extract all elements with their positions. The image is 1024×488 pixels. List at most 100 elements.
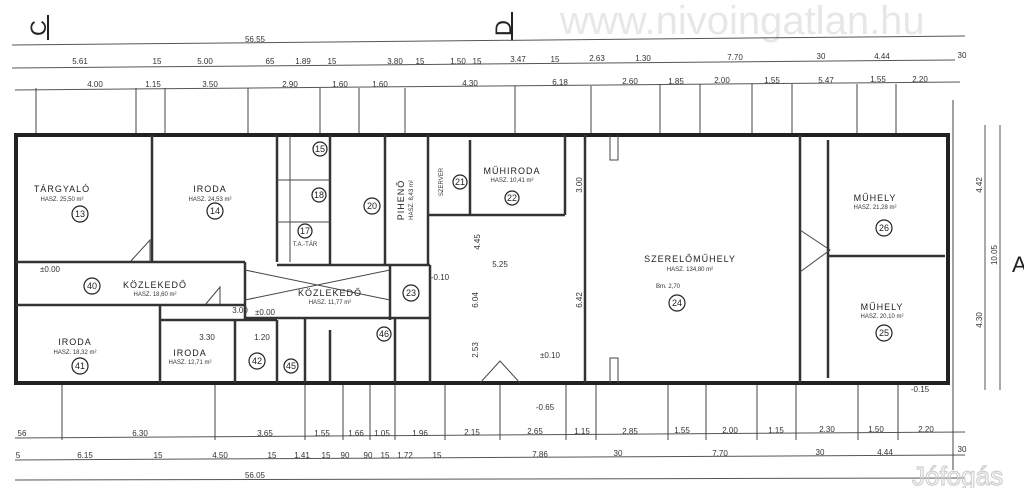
svg-text:65: 65 [266,57,275,66]
svg-text:HASZ. 25,50 m²: HASZ. 25,50 m² [40,197,83,203]
svg-text:2.65: 2.65 [527,427,543,436]
svg-text:1.55: 1.55 [870,75,886,84]
svg-text:4.44: 4.44 [874,52,890,61]
svg-text:1.50: 1.50 [450,57,466,66]
axis-d-label: D [491,12,516,40]
svg-text:15: 15 [322,451,331,460]
watermark: www.nivoingatlan.hu [559,0,925,43]
svg-text:2.00: 2.00 [714,76,730,85]
svg-text:5.25: 5.25 [492,260,508,269]
svg-text:3.65: 3.65 [257,429,273,438]
svg-text:4.00: 4.00 [87,80,103,89]
svg-text:1.20: 1.20 [254,333,270,342]
svg-text:HASZ. 21,28 m²: HASZ. 21,28 m² [853,205,896,211]
svg-text:5: 5 [16,451,21,460]
room-23: 23 [402,284,420,302]
room-26-muhely: MŰHELY HASZ. 21,28 m² 26 [853,193,897,237]
svg-text:2.63: 2.63 [589,54,605,63]
axis-c-label: C [26,15,51,40]
room-24-szerelomuhely: SZERELŐMŰHELY HASZ. 134,80 m² Bm. 2,70 2… [644,254,736,312]
svg-text:15: 15 [153,57,162,66]
svg-text:IRODA: IRODA [58,337,92,347]
svg-text:1.05: 1.05 [374,429,390,438]
room-25-muhely: MŰHELY HASZ. 20,10 m² 25 [860,302,904,342]
svg-text:15: 15 [381,451,390,460]
svg-text:2.60: 2.60 [622,77,638,86]
svg-text:6.18: 6.18 [552,78,568,87]
svg-text:40: 40 [87,281,97,291]
svg-text:2.20: 2.20 [912,75,928,84]
svg-text:30: 30 [958,51,967,60]
svg-text:20: 20 [367,201,377,211]
room-iroda-small: IRODA HASZ. 12,71 m² [168,348,211,366]
svg-text:41: 41 [75,361,85,371]
svg-text:56.55: 56.55 [245,35,266,44]
room-18: 18 [311,187,327,203]
svg-text:IRODA: IRODA [193,184,227,194]
svg-text:HASZ. 18,60 m²: HASZ. 18,60 m² [133,292,176,298]
svg-text:Bm. 2,70: Bm. 2,70 [656,284,681,290]
svg-text:SZERELŐMŰHELY: SZERELŐMŰHELY [644,254,736,264]
svg-text:1.55: 1.55 [314,429,330,438]
svg-text:MŰHELY: MŰHELY [854,193,897,203]
svg-text:1.60: 1.60 [372,80,388,89]
svg-text:56.05: 56.05 [245,471,266,480]
svg-text:4.42: 4.42 [975,177,984,193]
svg-text:24: 24 [672,298,682,308]
svg-text:22: 22 [507,193,517,203]
svg-text:5.00: 5.00 [197,57,213,66]
svg-text:5.61: 5.61 [72,57,88,66]
svg-text:26: 26 [879,223,889,233]
svg-text:15: 15 [433,451,442,460]
svg-text:HASZ. 18,32 m²: HASZ. 18,32 m² [53,350,96,356]
svg-text:2.90: 2.90 [282,80,298,89]
svg-text:4.30: 4.30 [975,312,984,328]
svg-text:HASZ. 11,77 m²: HASZ. 11,77 m² [309,300,352,306]
svg-text:1.15: 1.15 [145,80,161,89]
svg-text:1.30: 1.30 [635,54,651,63]
svg-text:6.15: 6.15 [77,451,93,460]
dimension-labels-right: 4.42 10.05 4.30 [975,177,999,328]
room-14-iroda: IRODA HASZ. 24,53 m² 14 [188,184,232,220]
svg-text:1.15: 1.15 [768,426,784,435]
svg-text:C: C [26,20,51,36]
svg-text:90: 90 [364,451,373,460]
svg-text:30: 30 [958,445,967,454]
svg-text:2.20: 2.20 [918,425,934,434]
room-17-ta-tar: 17 T.A.-TÁR [293,223,318,248]
svg-text:1.85: 1.85 [668,77,684,86]
svg-text:SZERVER: SZERVER [439,167,445,196]
svg-text:15: 15 [315,144,325,154]
svg-text:TÁRGYALÓ: TÁRGYALÓ [34,184,90,194]
room-40-kozlekedo: 40 KÖZLEKEDŐ HASZ. 18,60 m² [83,277,186,298]
svg-text:3.00: 3.00 [232,306,248,315]
room-45: 45 [283,358,299,374]
svg-text:7.70: 7.70 [712,449,728,458]
svg-text:2.30: 2.30 [819,425,835,434]
svg-text:10.05: 10.05 [990,244,999,265]
svg-text:3.50: 3.50 [202,80,218,89]
room-15: 15 [312,141,328,157]
svg-text:2.85: 2.85 [622,427,638,436]
svg-text:1.96: 1.96 [412,429,428,438]
svg-text:6.42: 6.42 [575,292,584,308]
svg-text:21: 21 [455,177,465,187]
svg-text:15: 15 [154,451,163,460]
svg-text:30: 30 [817,52,826,61]
room-21-szerver: SZERVER 21 [439,167,468,196]
svg-text:25: 25 [879,328,889,338]
axis-a-label: A [1012,252,1024,277]
svg-text:90: 90 [341,451,350,460]
room-22-muhiroda: MŰHIRODA HASZ. 10,41 m² 22 [484,166,540,206]
svg-text:HASZ. 134,80 m²: HASZ. 134,80 m² [667,267,713,273]
svg-text:3.30: 3.30 [199,333,215,342]
svg-text:-0.10: -0.10 [431,273,450,282]
dimension-labels-top: 56.55 5.61 15 5.00 65 1.89 15 3.80 15 1.… [72,35,967,89]
svg-text:1.72: 1.72 [397,451,413,460]
walls [14,133,950,385]
room-13-targyalo: TÁRGYALÓ HASZ. 25,50 m² 13 [34,184,90,223]
svg-text:15: 15 [268,451,277,460]
svg-text:13: 13 [75,209,85,219]
svg-text:HASZ. 20,10 m²: HASZ. 20,10 m² [860,314,903,320]
svg-text:56: 56 [18,429,27,438]
